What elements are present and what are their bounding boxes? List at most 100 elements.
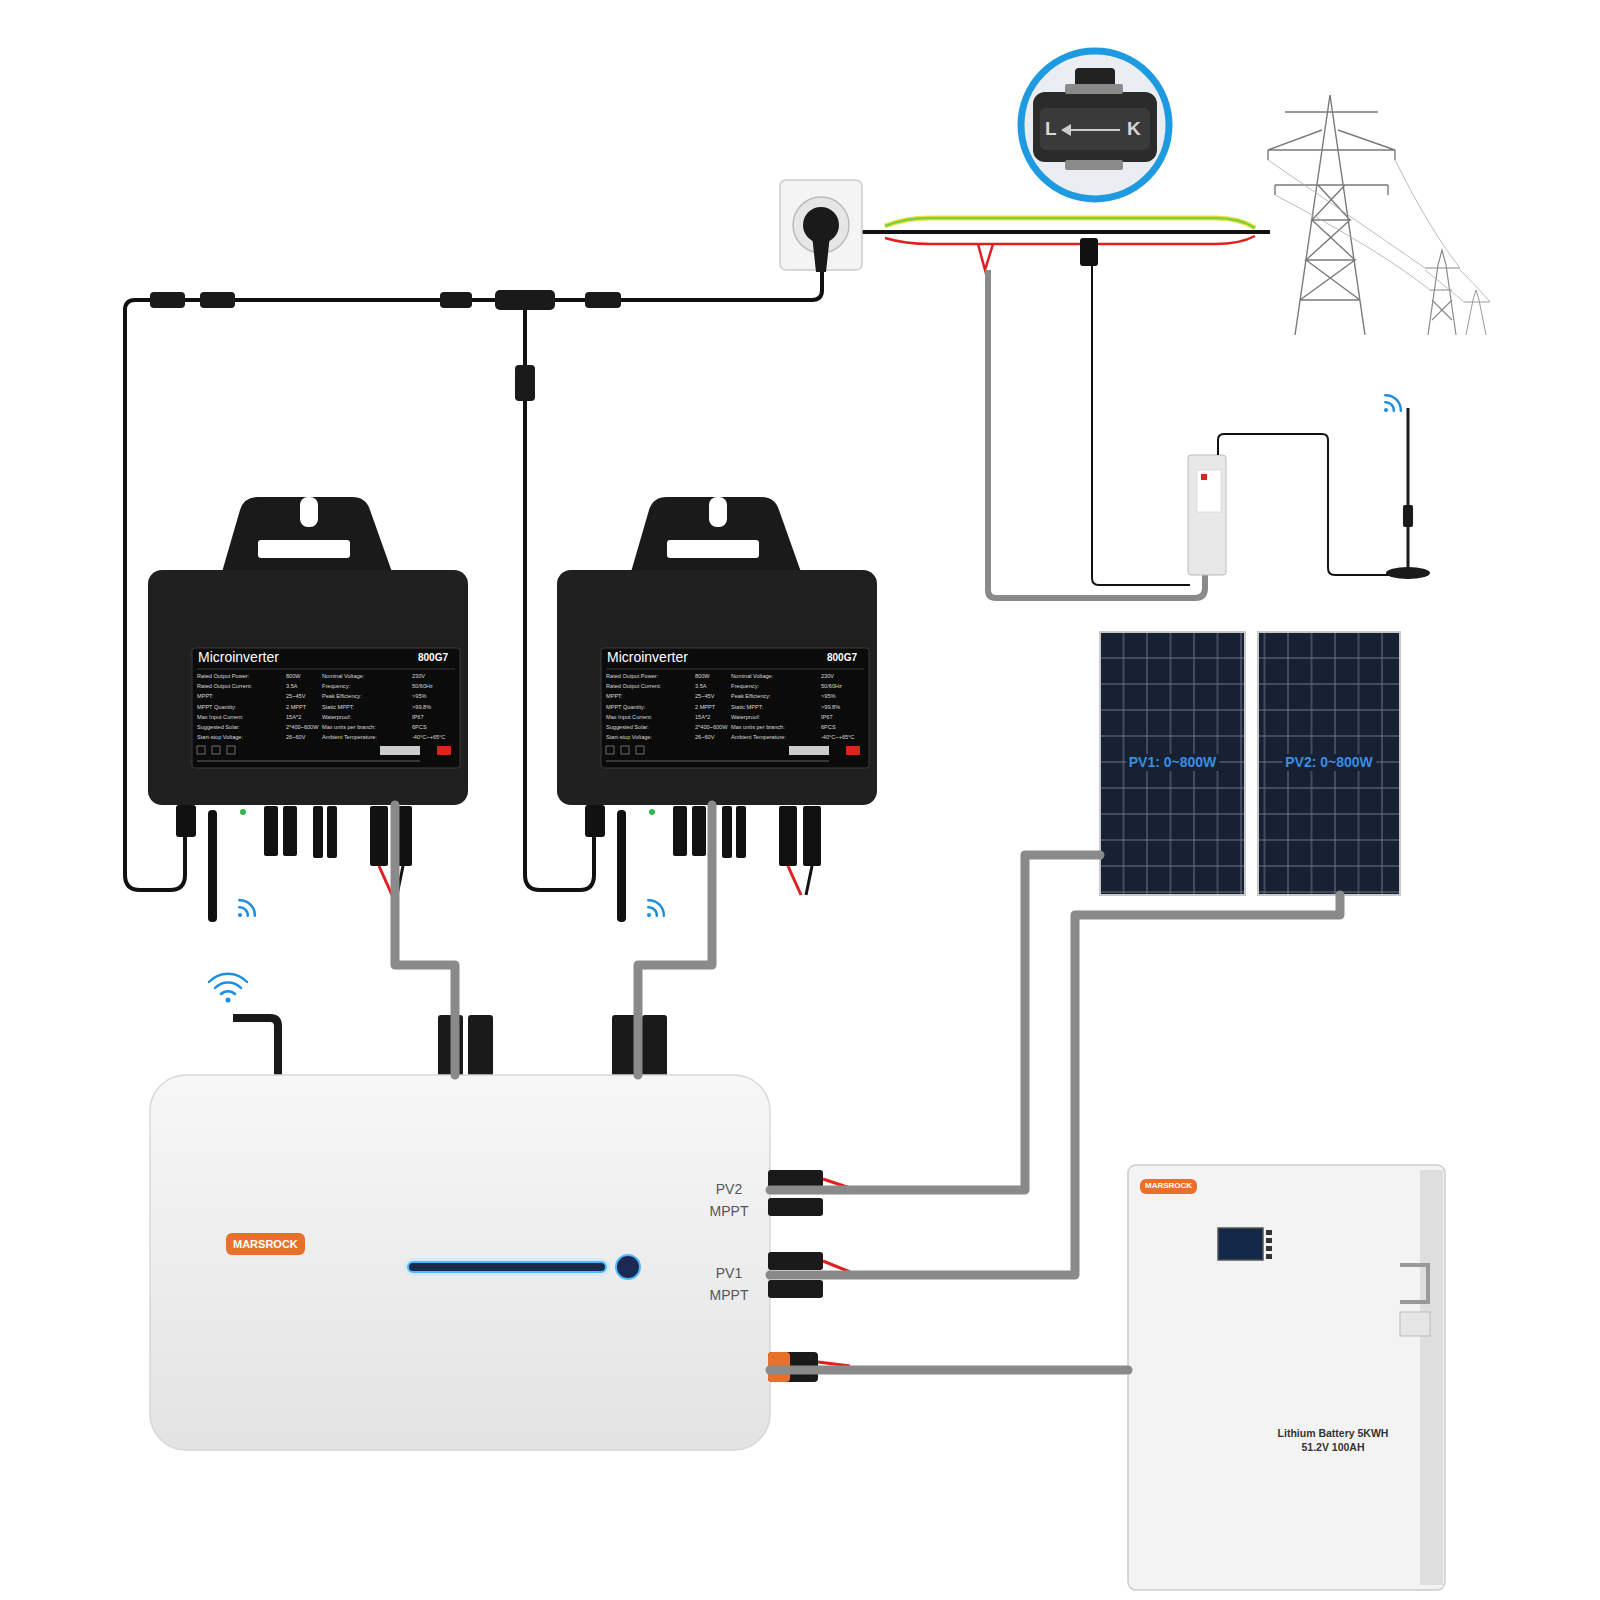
spec-value: 2*400~600W xyxy=(286,725,319,731)
wifi-icon xyxy=(221,991,235,994)
battery-pack xyxy=(1218,1228,1263,1260)
brand-logo: MARSROCK xyxy=(226,1233,305,1255)
microinverter xyxy=(148,497,468,922)
spec-value: 6PCS xyxy=(821,725,836,731)
spec-value: >95% xyxy=(821,694,835,700)
spec-value: >99.8% xyxy=(412,705,431,711)
spec-name: MPPT: xyxy=(606,694,622,700)
power-tower xyxy=(1268,95,1395,335)
wifi-icon xyxy=(209,974,247,1003)
storage-hub xyxy=(768,1170,823,1188)
clamp-terminal: L xyxy=(1045,119,1057,138)
spec-value: -40°C~+65°C xyxy=(821,735,854,741)
ct-clamp-inset xyxy=(1068,129,1120,131)
solar-panel xyxy=(1100,632,1245,895)
spec-value: 6PCS xyxy=(412,725,427,731)
grid-cable xyxy=(978,244,993,270)
dc-cable xyxy=(770,1366,1128,1375)
grid-cable xyxy=(1092,266,1190,585)
wifi-icon xyxy=(648,905,658,915)
ct-clamp-inset xyxy=(1033,92,1157,162)
spec-value: IP67 xyxy=(821,715,833,721)
spec-value: >95% xyxy=(412,694,426,700)
power-tower xyxy=(1268,160,1490,302)
ac-cable xyxy=(495,290,555,310)
ct-clamp-callout: LK xyxy=(1019,49,1171,201)
spec-name: Waterproof: xyxy=(731,715,760,721)
spec-name: Peak Efficiency: xyxy=(322,694,362,700)
spec-value: 3.5A xyxy=(695,684,707,690)
wifi-icon xyxy=(237,912,243,918)
battery-rating: Lithium Battery 5KWH 51.2V 100AH xyxy=(1266,1427,1400,1454)
battery-pack xyxy=(1266,1254,1272,1259)
wifi-icon xyxy=(648,897,667,916)
storage-hub xyxy=(642,1015,667,1077)
spec-name: Peak Efficiency: xyxy=(731,694,771,700)
wifi-icon xyxy=(215,982,241,988)
antenna xyxy=(1386,567,1430,579)
ac-cable xyxy=(150,292,185,308)
antenna xyxy=(1403,505,1413,527)
spec-name: Max units per branch: xyxy=(322,725,376,731)
spec-name: Frequency: xyxy=(731,684,759,690)
dc-cable xyxy=(770,895,1340,1275)
solar-panel: PV2: 0~800W xyxy=(1258,632,1400,895)
microinverter xyxy=(148,497,877,922)
wifi-icon xyxy=(239,905,249,915)
grid-cable xyxy=(1080,238,1098,266)
spec-name: Suggested Solar: xyxy=(606,725,649,731)
spec-value: 50/60Hz xyxy=(821,684,842,690)
spec-name: Rated Output Power: xyxy=(606,674,658,680)
ct-clamp-inset xyxy=(1065,84,1123,94)
storage-hub xyxy=(768,1252,823,1270)
spec-name: Ambient Temperature: xyxy=(731,735,786,741)
smart-meter xyxy=(1197,470,1221,512)
battery-pack xyxy=(1128,1165,1445,1590)
ac-cable xyxy=(523,310,527,365)
ac-cable xyxy=(555,298,585,302)
storage-hub xyxy=(768,1280,823,1298)
solar-panel: PV1: 0~800W xyxy=(1100,632,1245,895)
spec-value: 800W xyxy=(286,674,301,680)
spec-name: MPPT: xyxy=(197,694,213,700)
spec-name: Rated Output Power: xyxy=(197,674,249,680)
dc-cable xyxy=(770,895,1340,1275)
grid-cable xyxy=(885,218,1255,228)
spec-name: Max Input Current: xyxy=(197,715,243,721)
solar-panel xyxy=(1100,632,1400,895)
dc-cable xyxy=(395,805,455,1075)
panel-rating: PV1: 0~800W xyxy=(1126,754,1220,771)
antenna xyxy=(1386,408,1430,579)
ct-clamp-inset xyxy=(1021,51,1169,199)
grid-cable xyxy=(988,270,1205,598)
storage-hub xyxy=(468,1015,493,1077)
battery-pack xyxy=(1420,1170,1443,1585)
battery-pack xyxy=(1400,1312,1430,1336)
spec-name: MPPT Quantity: xyxy=(606,705,645,711)
grid-cable xyxy=(885,218,1255,228)
ac-cable xyxy=(585,292,621,308)
ct-clamp-inset xyxy=(1061,124,1071,136)
smart-meter xyxy=(1188,455,1226,575)
spec-value: 2 MPPT xyxy=(286,705,306,711)
spec-value: 230V xyxy=(412,674,425,680)
grid-cable xyxy=(862,230,1270,234)
battery-pack xyxy=(1128,1165,1445,1590)
spec-name: MPPT Quantity: xyxy=(197,705,236,711)
spec-value: 15A*2 xyxy=(695,715,710,721)
smart-meter xyxy=(1201,474,1207,480)
ac-cable xyxy=(200,292,235,308)
port-label: PV2 MPPT xyxy=(702,1179,756,1222)
spec-name: Start-stop Voltage: xyxy=(197,735,243,741)
spec-value: 2*400~600W xyxy=(695,725,728,731)
spec-name: Max Input Current: xyxy=(606,715,652,721)
ac-cable xyxy=(620,272,822,300)
wifi-icon xyxy=(209,974,247,982)
port-label: PV1 MPPT xyxy=(702,1263,756,1306)
smart-meter xyxy=(1218,434,1392,575)
storage-hub xyxy=(404,1258,610,1276)
